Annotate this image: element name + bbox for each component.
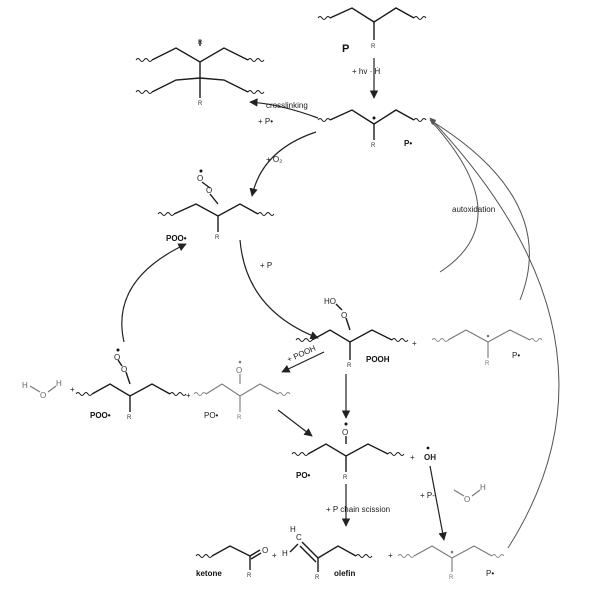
svg-text:O: O: [121, 365, 127, 374]
crosslinking-label: crosslinking: [266, 101, 308, 110]
crosslinked-polymer: R R: [135, 40, 265, 107]
peroxy-radical-top: R O O POO•: [157, 169, 275, 243]
svg-text:+: +: [388, 551, 393, 560]
svg-text:+: +: [70, 385, 75, 394]
svg-text:R: R: [485, 361, 490, 367]
svg-text:O: O: [262, 546, 268, 555]
polymer-p: R P: [317, 7, 427, 55]
label-po-center: PO•: [296, 471, 311, 480]
label-p-radical: P•: [404, 139, 412, 148]
svg-text:H: H: [56, 379, 62, 388]
svg-text:H: H: [282, 549, 288, 558]
svg-text:R: R: [347, 363, 352, 369]
svg-text:H: H: [22, 381, 28, 390]
svg-text:OH: OH: [424, 453, 436, 462]
svg-text:R: R: [247, 573, 252, 579]
svg-text:+: +: [186, 391, 191, 400]
label-poo-left: POO•: [90, 411, 111, 420]
olefin-product: H C H R olefin: [282, 525, 373, 581]
svg-text:O: O: [40, 391, 46, 400]
label-ketone: ketone: [196, 569, 222, 578]
label-pooh: POOH: [366, 355, 390, 364]
oxygen-arrow: [249, 131, 317, 197]
alkoxy-radical-center: R O PO•: [291, 422, 405, 481]
p-radical-right: R P•: [431, 329, 543, 367]
water: H O H: [22, 379, 62, 400]
svg-text:H: H: [290, 525, 296, 534]
plus-p-label: + P: [260, 261, 272, 270]
svg-text:R: R: [215, 235, 220, 241]
regeneration-arrow: [121, 243, 187, 343]
svg-text:R: R: [198, 101, 203, 107]
plus-pooh-arrow: [281, 351, 325, 373]
svg-text:+: +: [412, 339, 417, 348]
svg-text:C: C: [296, 533, 302, 542]
crosslinking-arrow: [249, 98, 319, 119]
svg-text:R: R: [127, 415, 132, 421]
svg-text:HO: HO: [324, 297, 336, 306]
r-group: R: [371, 44, 376, 50]
ketone-product: O R ketone: [195, 545, 268, 579]
svg-text:O: O: [341, 311, 347, 320]
plus-p-arrow: [239, 239, 319, 340]
crosslinking-plus-p: + P•: [258, 117, 273, 126]
svg-text:R: R: [343, 475, 348, 481]
svg-text:R: R: [315, 575, 320, 581]
svg-text:+: +: [272, 551, 277, 560]
hydroperoxide-pooh: R O HO POOH: [295, 297, 409, 369]
label-poo-top: POO•: [166, 234, 187, 243]
peroxy-radical-left: R O O POO•: [75, 348, 187, 421]
label-po-left: PO•: [204, 411, 219, 420]
autoxidation-arrow: [429, 119, 530, 301]
oxygen-label: + O₂: [266, 155, 282, 164]
plus-p-minus-label: + P-: [420, 491, 435, 500]
svg-text:H: H: [480, 483, 486, 492]
svg-text:R: R: [371, 143, 376, 149]
autoxidation-label: autoxidation: [452, 205, 495, 214]
p-radical-main: R P•: [317, 109, 427, 149]
water-byproduct: O H: [453, 483, 486, 504]
label-p-radical-right: P•: [512, 351, 520, 360]
outer-loop-arrow: [429, 117, 560, 549]
svg-text:O: O: [236, 366, 242, 375]
po-transfer-arrow: [277, 409, 313, 437]
hydroxyl-abstraction-arrow: [429, 465, 447, 541]
label-olefin: olefin: [334, 569, 355, 578]
autoxidation-return: [431, 121, 479, 273]
svg-text:+: +: [410, 453, 415, 462]
svg-text:O: O: [464, 495, 470, 504]
svg-text:O: O: [197, 174, 203, 183]
svg-text:R: R: [449, 575, 454, 581]
svg-text:O: O: [342, 428, 348, 437]
label-p: P: [342, 43, 349, 55]
svg-text:R: R: [237, 415, 242, 421]
p-radical-bottom: R P•: [397, 545, 505, 581]
plus-pooh-label: + POOH: [286, 344, 318, 365]
svg-text:O: O: [206, 186, 212, 195]
initiation-label: + hv · Ḣ: [352, 67, 380, 76]
alkoxy-radical-left: R O PO•: [193, 360, 291, 421]
svg-text:O: O: [114, 353, 120, 362]
label-p-radical-bottom: P•: [486, 569, 494, 578]
hydroxyl-radical: OH: [424, 446, 436, 462]
chain-scission-label: + P chain scission: [326, 505, 390, 514]
